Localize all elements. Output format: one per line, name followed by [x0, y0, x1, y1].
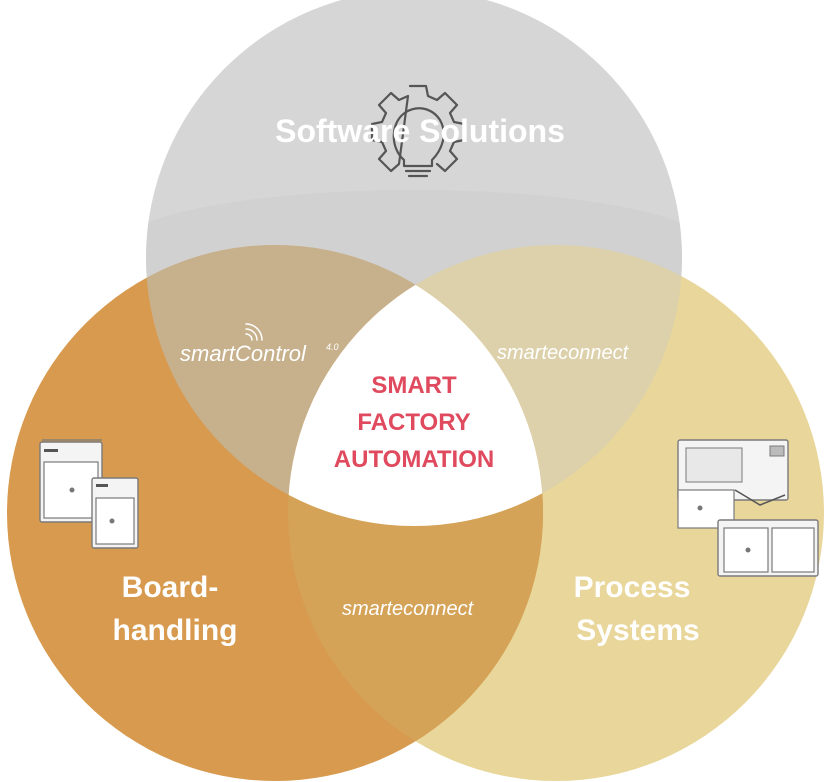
smartconnect-brand-top: smarteconnect	[497, 342, 630, 364]
center-label-line-2: FACTORY	[357, 409, 470, 436]
process-systems-label-line-2: Systems	[576, 614, 699, 647]
center-overlap	[288, 245, 543, 526]
e-symbol-icon: e	[392, 598, 403, 620]
gear-lightbulb-icon	[370, 84, 466, 178]
boardhandling-label-line-2: handling	[113, 614, 238, 647]
center-label-line-3: AUTOMATION	[334, 446, 494, 473]
wifi-signal-icon	[245, 323, 263, 341]
smartconnect-bottom-suffix: connect	[403, 598, 474, 620]
smartconnect-bottom-prefix: smart	[342, 598, 393, 620]
boardhandling-machines-illustration	[39, 439, 139, 549]
process-systems-label-line-1: Process	[574, 571, 691, 604]
e-symbol-icon: e	[547, 342, 558, 364]
center-label-line-1: SMART	[371, 372, 457, 399]
smartcontrol-superscript: 4.0	[326, 342, 339, 352]
smartconnect-top-prefix: smart	[497, 342, 548, 364]
svg-text:smartControl: smartControl	[180, 341, 307, 366]
boardhandling-label-line-1: Board-	[122, 571, 219, 604]
smartcontrol-brand: smartControl 4.0	[180, 323, 339, 366]
software-solutions-label: Software Solutions	[275, 113, 565, 149]
process-system-machine-illustration	[677, 439, 819, 577]
smartcontrol-brand-text: smartControl	[180, 341, 307, 366]
smartconnect-top-suffix: connect	[558, 342, 629, 364]
smartconnect-brand-bottom: smarteconnect	[342, 598, 475, 620]
